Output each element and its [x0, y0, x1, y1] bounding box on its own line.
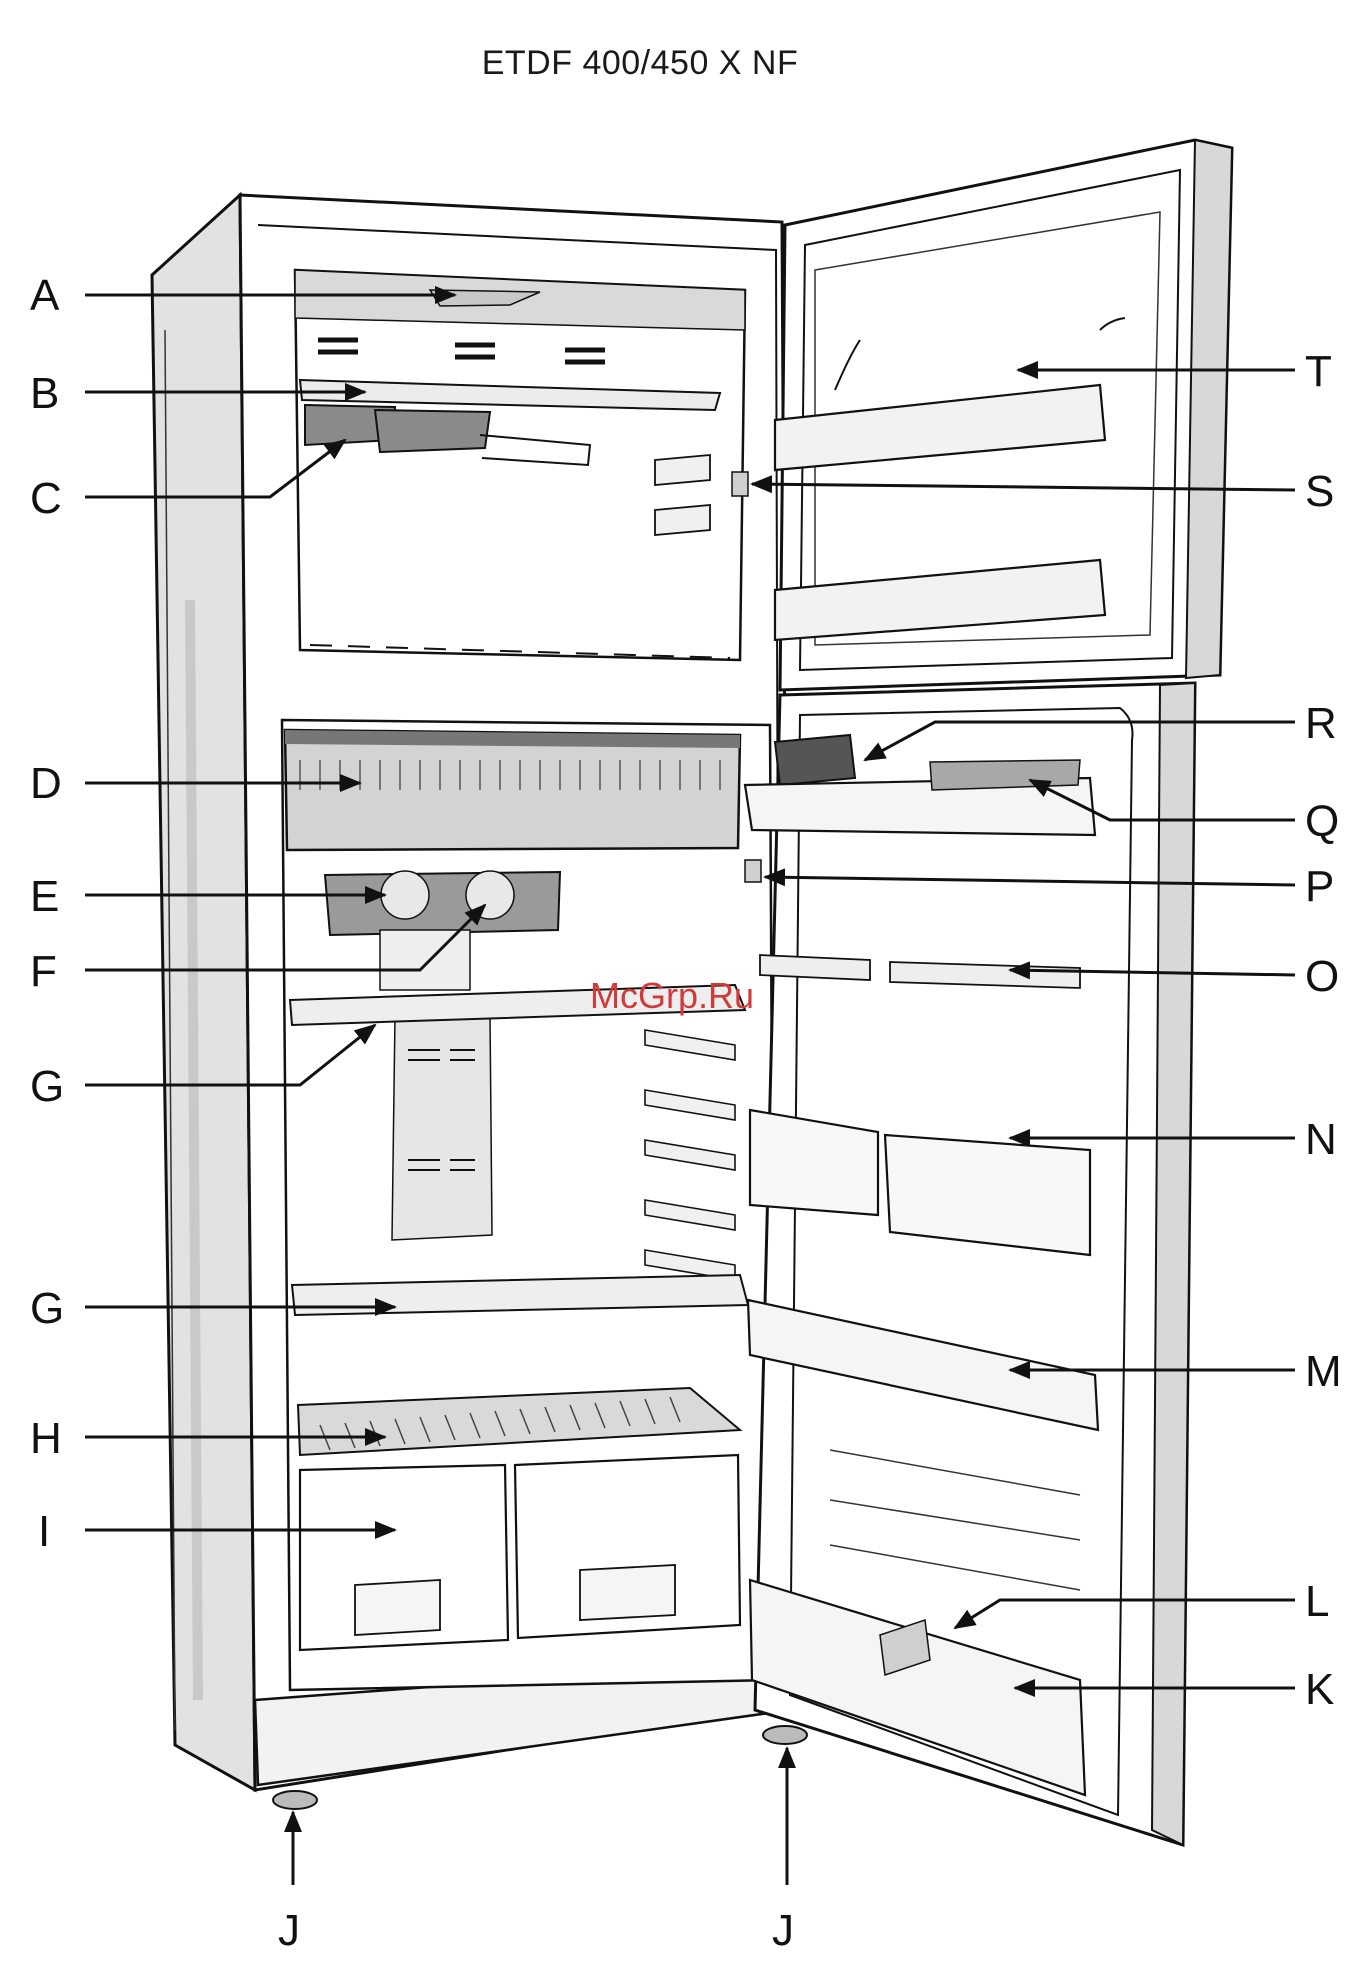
label-q: Q	[1305, 797, 1339, 846]
label-l: L	[1305, 1577, 1329, 1626]
label-a: A	[30, 271, 60, 320]
label-k: K	[1305, 1665, 1334, 1714]
label-d: D	[30, 759, 62, 808]
label-b: B	[30, 369, 59, 418]
label-s: S	[1305, 467, 1334, 516]
label-f: F	[30, 947, 57, 996]
label-p: P	[1305, 862, 1334, 911]
freezer-compartment	[295, 270, 745, 660]
label-o: O	[1305, 952, 1339, 1001]
label-g-lower: G	[30, 1284, 64, 1333]
fridge-door	[745, 683, 1195, 1845]
label-m: M	[1305, 1347, 1342, 1396]
freezer-door	[732, 140, 1232, 690]
fridge-compartment	[282, 720, 775, 1690]
label-h: H	[30, 1414, 62, 1463]
label-e: E	[30, 872, 59, 921]
label-g-upper: G	[30, 1062, 64, 1111]
label-i: I	[38, 1507, 50, 1556]
watermark: McGrp.Ru	[590, 975, 754, 1016]
label-t: T	[1305, 347, 1332, 396]
label-c: C	[30, 474, 62, 523]
label-j-right: J	[772, 1906, 794, 1955]
label-r: R	[1305, 699, 1337, 748]
label-j-left: J	[278, 1906, 300, 1955]
label-n: N	[1305, 1115, 1337, 1164]
